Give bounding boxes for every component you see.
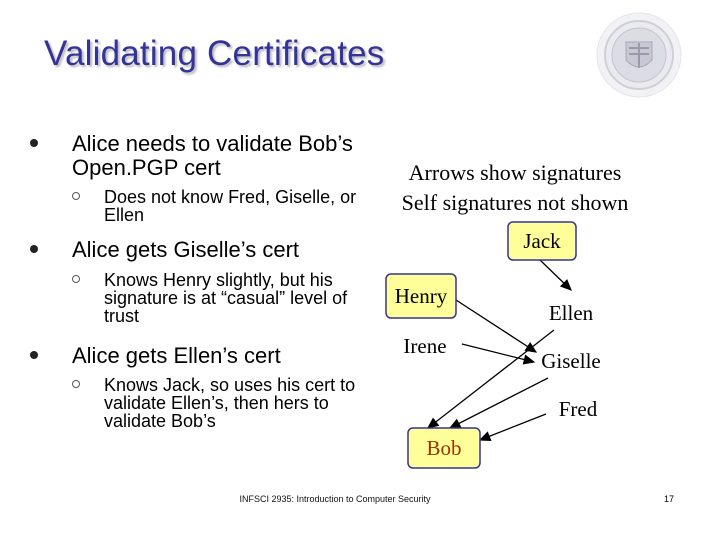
edge-ellen-to-bob [426,329,555,429]
node-henry: Henry [385,273,457,319]
node-bob: Bob [407,427,481,469]
node-jack-label: Jack [523,229,561,253]
node-jack: Jack [507,221,577,261]
note-line-1: Arrows show signatures [408,160,622,185]
page-number: 17 [664,494,675,504]
slide-title: Validating Certificates [44,34,385,73]
edge-irene-to-giselle [461,343,536,365]
sub-bullet-3: Knows Jack, so uses his cert to validate… [104,375,356,431]
sub-bullet-dot [72,275,80,283]
node-giselle-label: Giselle [541,349,600,373]
note-line-2: Self signatures not shown [401,190,629,215]
bullet-2: Alice gets Giselle’s cert [72,237,300,262]
node-henry-label: Henry [395,284,448,308]
edge-giselle-to-bob [448,377,549,429]
bullet-dot [30,245,38,253]
bullet-3: Alice gets Ellen’s cert [72,343,281,368]
node-irene: Irene [403,334,446,358]
node-fred-label: Fred [559,397,598,421]
footer-text: INFSCI 2935: Introduction to Computer Se… [239,494,431,504]
sub-bullet-dot [72,192,80,200]
edge-fred-to-bob [478,413,547,442]
sub-bullet-dot [72,380,80,388]
sub-bullet-2: Knows Henry slightly, but his signature … [104,270,348,326]
bullet-1: Alice needs to validate Bob’s Open.PGP c… [72,131,353,180]
node-bob-box [407,427,481,469]
node-giselle: Giselle [541,349,600,373]
node-ellen: Ellen [549,301,594,325]
edge-jack-to-ellen [539,259,572,291]
university-seal-logo [596,12,682,98]
node-jack-box [507,221,577,261]
node-irene-label: Irene [403,334,446,358]
node-ellen-label: Ellen [549,301,594,325]
node-fred: Fred [559,397,598,421]
bullet-list: Alice needs to validate Bob’s Open.PGP c… [0,0,380,500]
diagram-note: Arrows show signatures Self signatures n… [380,158,650,218]
node-henry-box [385,273,457,319]
edge-henry-to-giselle [455,299,538,353]
sub-bullet-1: Does not know Fred, Giselle, or Ellen [104,187,357,225]
bullet-dot [30,351,38,359]
bullet-dot [30,139,38,147]
node-bob-label: Bob [426,436,461,460]
